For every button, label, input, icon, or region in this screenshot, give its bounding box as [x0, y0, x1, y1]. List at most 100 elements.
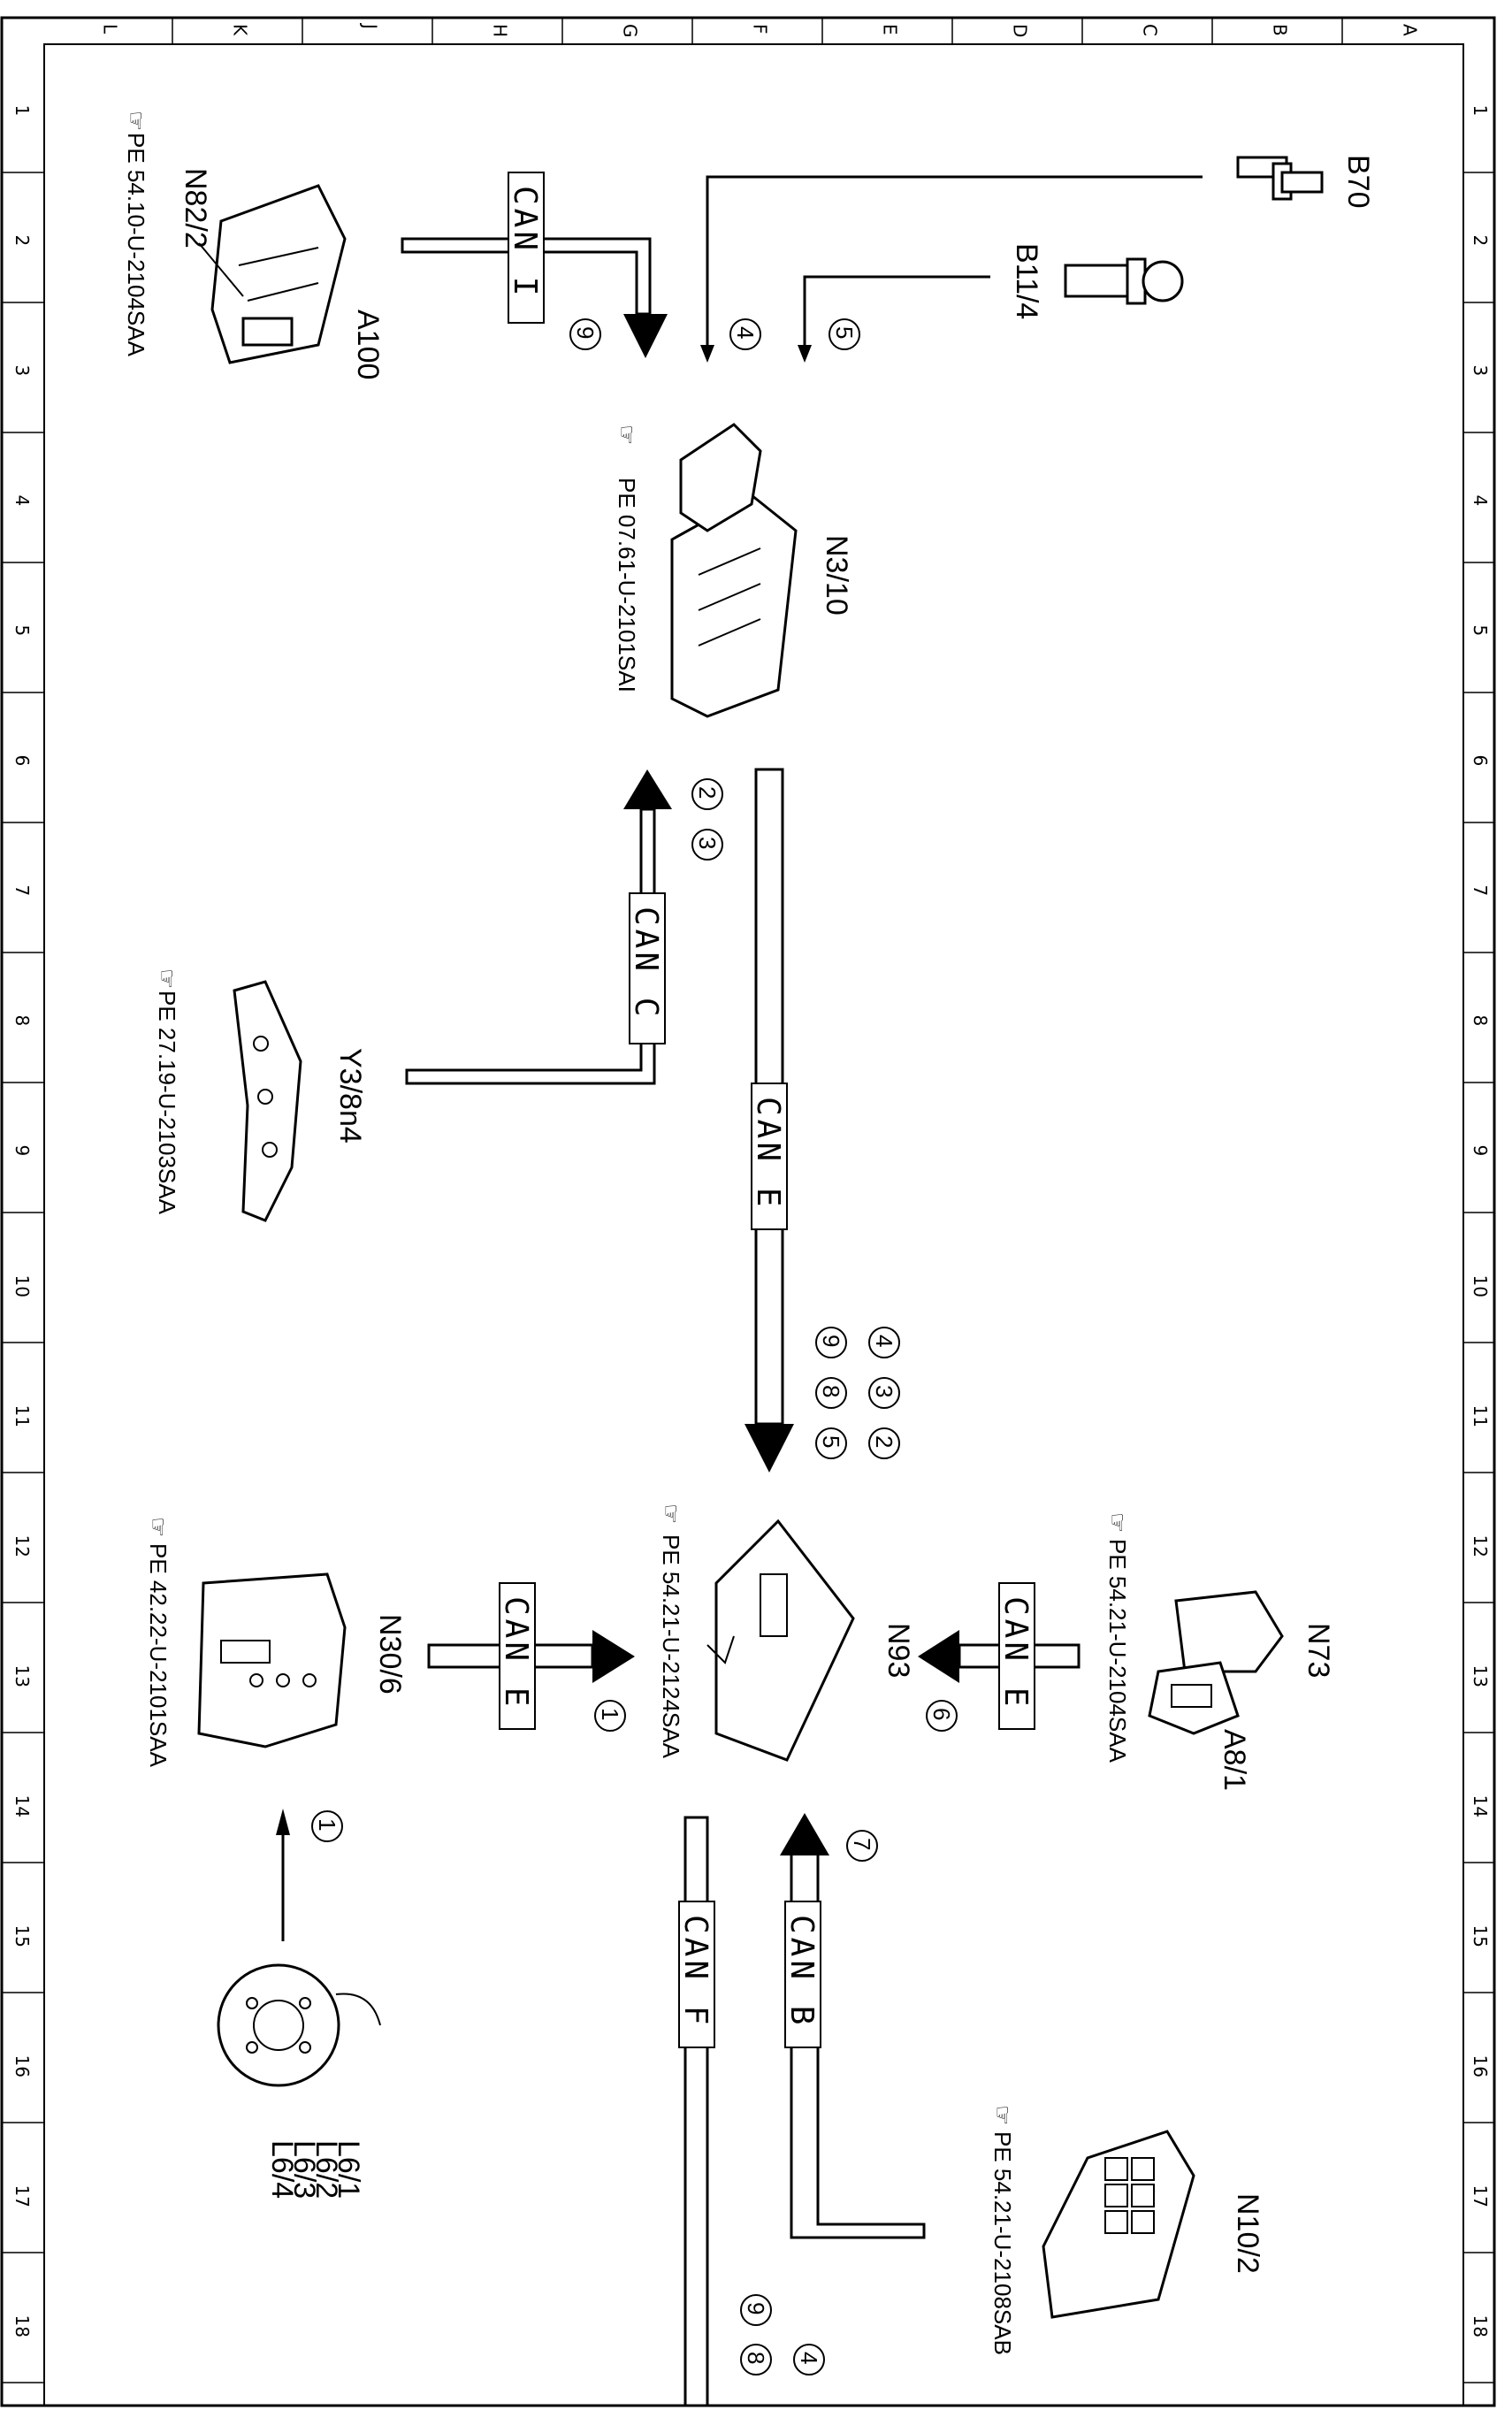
can-c-arrowhead — [623, 769, 672, 809]
row-number: 18 — [1470, 2315, 1491, 2337]
column-letter: F — [750, 24, 771, 34]
row-number: 3 — [1470, 365, 1491, 377]
n82-2-label: N82/2 — [179, 168, 212, 249]
n93-module-icon — [706, 1519, 855, 1762]
row-number: 15 — [11, 1925, 33, 1947]
can-e-main-label: CAN E — [750, 1097, 786, 1210]
n82-2-leader — [198, 242, 244, 297]
svg-text:5: 5 — [831, 326, 858, 339]
row-number: 2 — [11, 235, 33, 247]
can-e-right-label: CAN E — [997, 1596, 1034, 1710]
row-number: 12 — [1470, 1535, 1491, 1557]
row-number: 10 — [1470, 1275, 1491, 1297]
marker-1-left: 1 — [594, 1700, 626, 1732]
svg-text:6: 6 — [928, 1708, 955, 1720]
can-b-label: CAN B — [783, 1915, 820, 2028]
row-number: 13 — [1470, 1665, 1491, 1687]
marker-9-top: 9 — [569, 318, 601, 350]
row-number: 5 — [1470, 625, 1491, 637]
svg-text:L6/3: L6/3 — [287, 2140, 321, 2199]
marker-7: 7 — [846, 1830, 878, 1862]
a100-label: A100 — [351, 310, 385, 379]
marker-6-right: 6 — [926, 1700, 958, 1732]
row-number: 11 — [11, 1405, 33, 1427]
n30-6-pe-ref: PE 42.22-U-2101SAA — [145, 1543, 172, 1768]
row-number: 4 — [1470, 495, 1491, 507]
row-number: 3 — [11, 365, 33, 377]
n10-2-sam-icon — [1042, 2130, 1195, 2319]
row-number: 7 — [11, 885, 33, 897]
can-e-main-label-box — [751, 1083, 788, 1230]
b11-4-sensor-icon — [1064, 257, 1184, 305]
marker-9-bottom: 9 — [740, 2294, 772, 2326]
row-number: 16 — [1470, 2055, 1491, 2077]
marker-1-wheel: 1 — [311, 1810, 343, 1842]
svg-text:9: 9 — [743, 2302, 769, 2314]
svg-text:1: 1 — [314, 1818, 340, 1831]
n10-2-pe-ref: PE 54.21-U-2108SAB — [989, 2131, 1016, 2355]
l6-labels: L6/1 L6/2 L6/3 L6/4 — [265, 2140, 365, 2199]
column-letter: A — [1400, 24, 1421, 36]
svg-text:7: 7 — [849, 1838, 875, 1850]
marker-group-b: 9 8 5 — [815, 1327, 847, 1459]
inner-frame — [43, 43, 1464, 2406]
n73-label: N73 — [1302, 1623, 1335, 1678]
can-e-main-arrowhead — [745, 1424, 794, 1473]
n3-10-pe-icon: ☞ — [614, 425, 640, 445]
l6-arrowhead — [276, 1809, 290, 1835]
can-f-label: CAN F — [677, 1915, 714, 2028]
row-number: 10 — [11, 1275, 33, 1297]
row-number: 1 — [11, 105, 33, 117]
can-c-label-box — [629, 892, 666, 1044]
column-letter: B — [1270, 24, 1291, 36]
a100-module-icon — [210, 184, 347, 364]
can-e-right-arrowhead — [918, 1630, 959, 1683]
y3-8n4-label: Y3/8n4 — [333, 1048, 367, 1144]
can-c-bus — [405, 807, 656, 1085]
n30-6-pe-icon: ☞ — [145, 1517, 172, 1537]
n93-pe-icon: ☞ — [658, 1503, 684, 1524]
n10-2-pe-icon: ☞ — [989, 2105, 1016, 2125]
svg-text:4: 4 — [796, 2352, 822, 2364]
column-letter: E — [880, 24, 901, 35]
n73-ignition-switch-icon — [1148, 1590, 1284, 1735]
svg-text:L6/1: L6/1 — [332, 2140, 365, 2199]
row-number: 5 — [11, 625, 33, 637]
svg-text:4: 4 — [732, 326, 759, 339]
marker-4-bottom: 4 — [793, 2344, 825, 2376]
b11-4-arrowhead — [798, 345, 812, 363]
row-number: 18 — [11, 2315, 33, 2337]
column-band — [172, 18, 1343, 44]
row-number: 11 — [1470, 1405, 1491, 1427]
svg-text:1: 1 — [597, 1708, 623, 1720]
svg-text:L6/4: L6/4 — [265, 2140, 299, 2199]
n82-2-pe-ref: PE 54.10-U-2104SAA — [123, 133, 149, 357]
marker-8-bottom: 8 — [740, 2344, 772, 2376]
y3-8n4-pe-icon: ☞ — [154, 968, 180, 989]
column-letter: L — [100, 24, 121, 34]
b70-arrowhead — [700, 345, 714, 363]
row-number: 6 — [1470, 755, 1491, 767]
row-number: 9 — [11, 1145, 33, 1157]
marker-2-mid: 2 — [691, 778, 723, 810]
row-number: 6 — [11, 755, 33, 767]
n30-6-label: N30/6 — [373, 1614, 407, 1695]
marker-5-top: 5 — [829, 318, 860, 350]
row-number: 8 — [1470, 1015, 1491, 1027]
row-number: 8 — [11, 1015, 33, 1027]
row-number: 9 — [1470, 1145, 1491, 1157]
row-number: 14 — [1470, 1795, 1491, 1817]
row-number: 15 — [1470, 1925, 1491, 1947]
n30-6-abs-unit-icon — [197, 1572, 347, 1748]
row-number: 17 — [11, 2185, 33, 2207]
can-e-left-arrowhead — [592, 1630, 635, 1683]
row-number: 12 — [11, 1535, 33, 1557]
row-ticks — [2, 172, 1494, 2383]
column-letter: K — [230, 24, 251, 36]
row-number: 2 — [1470, 235, 1491, 247]
b11-4-label: B11/4 — [1010, 243, 1043, 319]
svg-text:5: 5 — [818, 1435, 844, 1448]
svg-text:9: 9 — [572, 326, 599, 339]
